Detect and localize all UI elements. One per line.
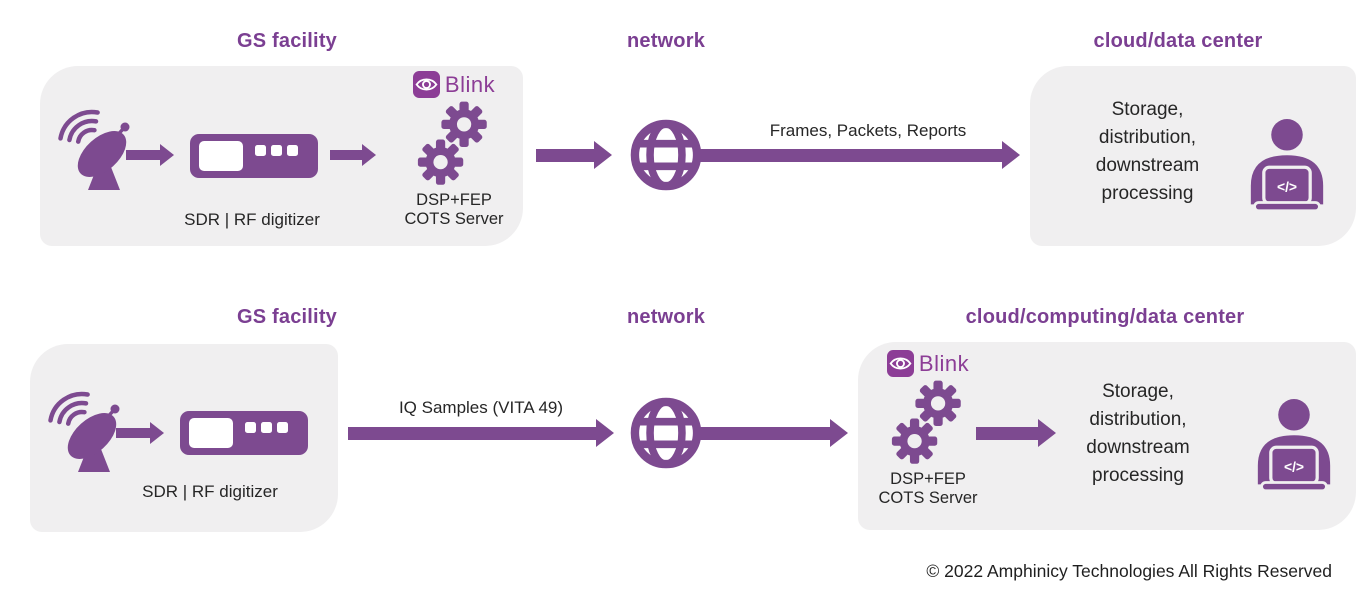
person-laptop-icon: </> — [1250, 119, 1324, 213]
sdr-device-icon — [180, 411, 308, 455]
row2-gs-facility-box: SDR | RF digitizer — [30, 344, 338, 532]
sdr-label: SDR | RF digitizer — [184, 210, 320, 229]
blink-server-unit: Blink — [396, 71, 512, 229]
sdr-screen — [189, 418, 233, 448]
gears-icon — [891, 380, 961, 464]
arrow-right-icon — [700, 141, 1020, 169]
network-globe-icon — [630, 119, 702, 191]
blink-server-unit: Blink — [870, 350, 986, 508]
sdr-device-icon — [190, 134, 318, 178]
storage-label: Storage, distribution, downstream proces… — [1095, 99, 1200, 204]
code-glyph: </> — [1277, 178, 1297, 194]
sdr-buttons — [245, 422, 288, 433]
row1-gs-facility-box: Blink — [40, 66, 523, 246]
satellite-dish-icon — [48, 391, 120, 472]
sdr-buttons — [255, 145, 298, 156]
arrow-right-icon — [700, 419, 848, 447]
network-globe-icon — [630, 397, 702, 469]
row1-arrow-label: Frames, Packets, Reports — [769, 121, 967, 140]
row2-cloud-header: cloud/computing/data center — [965, 306, 1245, 328]
sdr-label: SDR | RF digitizer — [142, 482, 278, 501]
person-laptop-icon: </> — [1257, 399, 1331, 493]
row2-arrow-label: IQ Samples (VITA 49) — [398, 398, 564, 417]
gears-icon — [417, 101, 487, 185]
blink-logo: Blink — [886, 350, 970, 377]
row2-network-header: network — [626, 306, 706, 328]
arrow-right-icon — [126, 144, 174, 166]
arrow-right-icon — [330, 144, 376, 166]
arrow-right-icon — [116, 422, 164, 444]
storage-label: Storage, distribution, downstream proces… — [1086, 381, 1190, 486]
row1-cloud-box: Storage, distribution, downstream proces… — [1030, 66, 1356, 246]
blink-logo-text: Blink — [918, 350, 970, 376]
satellite-dish-icon — [58, 109, 130, 190]
server-label: DSP+FEP COTS Server — [878, 470, 978, 507]
server-label: DSP+FEP COTS Server — [404, 191, 504, 228]
arrow-right-icon — [536, 141, 612, 169]
row2-gs-facility-header: GS facility — [236, 306, 337, 328]
arrow-right-icon — [348, 419, 614, 447]
row1-cloud-header: cloud/data center — [1093, 30, 1263, 52]
row2-cloud-box: Blink — [858, 342, 1356, 530]
blink-logo-text: Blink — [444, 71, 496, 97]
arrow-right-icon — [976, 419, 1056, 447]
blink-eye-icon — [412, 71, 440, 98]
blink-logo: Blink — [412, 71, 496, 98]
row1-gs-facility-header: GS facility — [236, 30, 337, 52]
sdr-screen — [199, 141, 243, 171]
code-glyph: </> — [1284, 458, 1304, 474]
blink-eye-icon — [886, 350, 914, 377]
copyright-text: © 2022 Amphinicy Technologies All Rights… — [926, 561, 1332, 581]
row1-network-header: network — [626, 30, 706, 52]
